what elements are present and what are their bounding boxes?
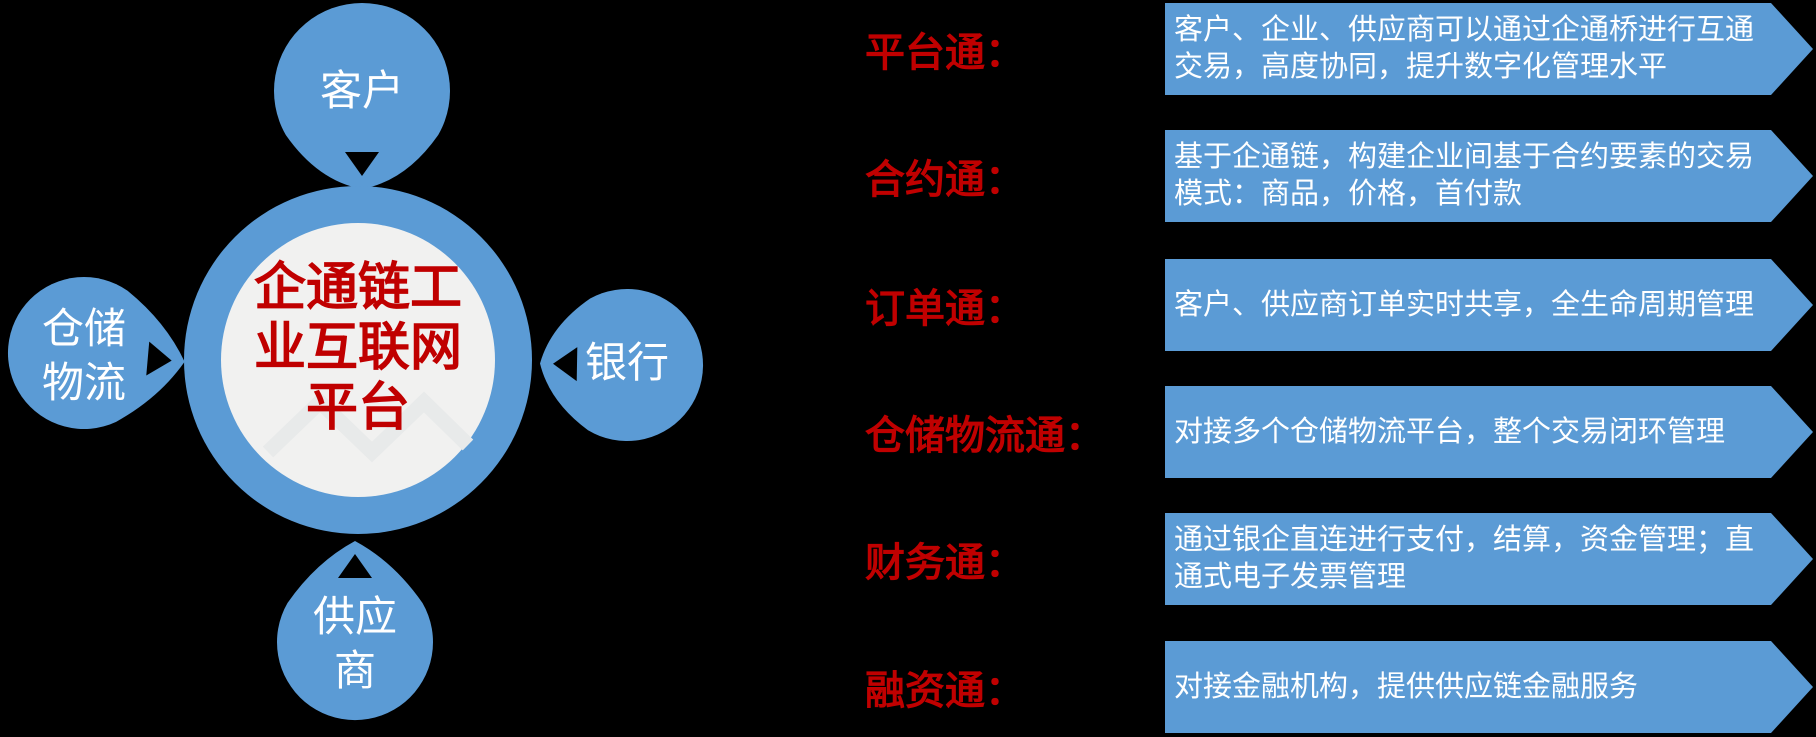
feature-banner-finance: 通过银企直连进行支付，结算，资金管理；直 通式电子发票管理 [1165, 513, 1813, 605]
feature-label-order: 订单通： [865, 287, 1025, 331]
teardrop-bank [540, 289, 704, 441]
feature-label-platform: 平台通： [865, 31, 1025, 75]
feature-label-financing: 融资通： [865, 669, 1025, 713]
satellite-label-customer: 客户 [319, 67, 405, 114]
feature-description-financing: 对接金融机构，提供供应链金融服务 [1174, 670, 1639, 703]
arrow-notch-warehouse-logistics [146, 341, 172, 376]
teardrop-customer [274, 2, 450, 189]
feature-label-contract: 合约通： [865, 158, 1025, 202]
feature-banner-order: 客户、供应商订单实时共享，全生命周期管理 [1165, 259, 1813, 351]
feature-banner-platform: 客户、企业、供应商可以通过企通桥进行互通 交易，高度协同，提升数字化管理水平 [1165, 3, 1813, 95]
center-platform-label: 企通链工 业互联网 平台 [253, 259, 463, 437]
satellite-label-bank: 银行 [584, 339, 670, 386]
arrow-notch-bank [553, 347, 578, 382]
feature-banner-contract: 基于企通链，构建企业间基于合约要素的交易 模式：商品，价格，首付款 [1165, 130, 1813, 222]
satellite-label-warehouse-logistics: 仓储 物流 [41, 305, 127, 406]
feature-banner-financing: 对接金融机构，提供供应链金融服务 [1165, 641, 1813, 733]
watermark-chevrons [262, 391, 474, 463]
teardrop-supplier [277, 541, 433, 721]
feature-banner-warehouse-logistics: 对接多个仓储物流平台，整个交易闭环管理 [1165, 386, 1813, 478]
feature-description-warehouse-logistics: 对接多个仓储物流平台，整个交易闭环管理 [1174, 415, 1726, 448]
feature-description-finance: 通过银企直连进行支付，结算，资金管理；直 通式电子发票管理 [1174, 524, 1755, 593]
feature-description-platform: 客户、企业、供应商可以通过企通桥进行互通 交易，高度协同，提升数字化管理水平 [1174, 14, 1755, 83]
hub-spoke-diagram [7, 2, 704, 721]
teardrop-warehouse-logistics [7, 277, 185, 429]
feature-label-warehouse-logistics: 仓储物流通： [865, 414, 1105, 458]
satellite-label-supplier: 供应 商 [312, 593, 398, 694]
feature-label-finance: 财务通： [865, 541, 1025, 585]
arrow-notch-supplier [338, 554, 372, 578]
feature-description-contract: 基于企通链，构建企业间基于合约要素的交易 模式：商品，价格，首付款 [1174, 141, 1755, 210]
feature-description-order: 客户、供应商订单实时共享，全生命周期管理 [1174, 288, 1755, 321]
arrow-notch-customer [345, 152, 379, 176]
